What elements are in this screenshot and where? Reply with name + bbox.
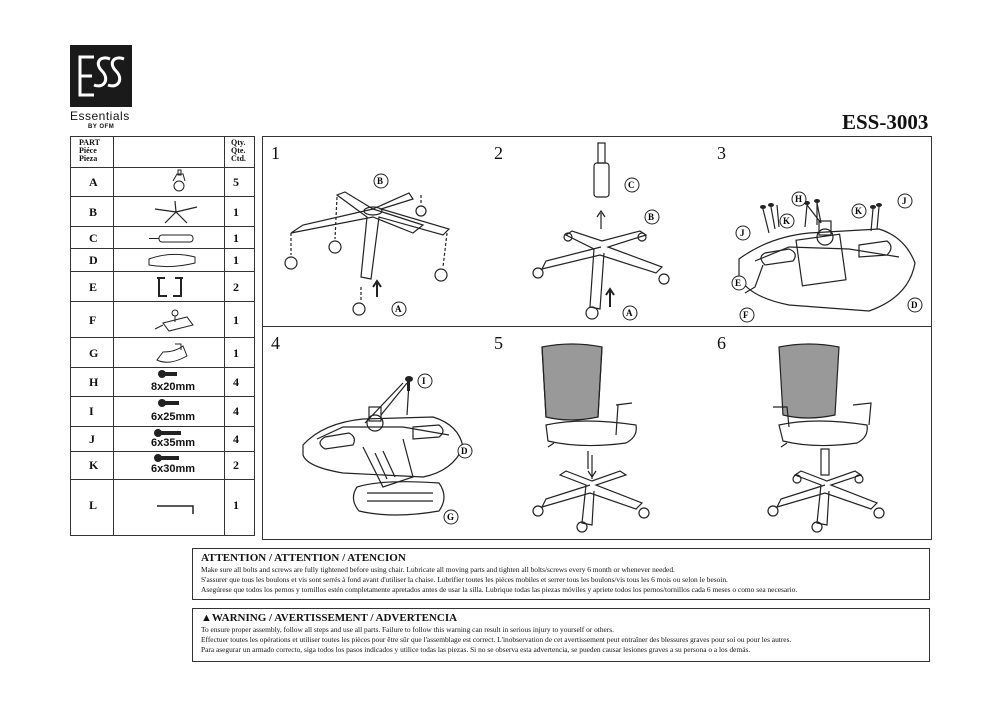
label-f: F	[743, 310, 749, 320]
table-row: J 6x35mm 4	[71, 427, 254, 452]
step-4: 4 I D G	[263, 327, 486, 528]
table-divider	[113, 137, 114, 535]
label-k: K	[855, 206, 862, 216]
attention-line-fr: S'assurer que tous les boulons et vis so…	[201, 575, 728, 584]
chair-attach-illustration	[532, 343, 650, 533]
back-bracket-illustration: I D G	[302, 373, 473, 525]
label-a: A	[626, 308, 633, 318]
armrest-bracket-icon	[157, 277, 183, 297]
label-g: G	[447, 512, 454, 522]
warning-title: ▲WARNING / AVERTISSEMENT / ADVERTENCIA	[201, 612, 458, 624]
assembled-chair-illustration	[767, 343, 885, 533]
table-row: I 6x25mm 4	[71, 397, 254, 427]
warning-notice: ▲WARNING / AVERTISSEMENT / ADVERTENCIA T…	[192, 608, 930, 662]
part-header: PART Piéce Pieza	[79, 138, 100, 163]
attention-title: ATTENTION / ATTENTION / ATENCION	[201, 552, 406, 564]
table-row: L 1	[71, 480, 254, 535]
step-5: 5	[486, 327, 709, 533]
gas-cylinder-icon	[149, 234, 194, 243]
step-number: 6	[717, 333, 726, 353]
table-row: K 6x30mm 2	[71, 452, 254, 480]
bolt-icon	[158, 370, 177, 378]
attention-notice: ATTENTION / ATTENTION / ATENCION Make su…	[192, 548, 930, 600]
step-3: 3 H K J K J E	[709, 137, 932, 338]
label-a: A	[395, 304, 402, 314]
base-icon	[154, 200, 198, 224]
grid-divider	[263, 326, 931, 327]
table-row: B 1	[71, 197, 254, 227]
ess-logo	[70, 45, 132, 107]
label-b: B	[377, 176, 383, 186]
step-6: 6	[709, 327, 932, 533]
brand-name: Essentials	[70, 109, 130, 123]
label-i: I	[422, 376, 426, 386]
brand-sub: BY OFM	[88, 124, 115, 130]
parts-table: PART Piéce Pieza Qty. Qte. Ctd. A 5 B 1 …	[70, 136, 255, 536]
seat-icon	[148, 253, 196, 268]
seat-mechanism-illustration: H K J K J E F D	[731, 191, 923, 323]
table-row: F 1	[71, 302, 254, 338]
label-d: D	[461, 446, 468, 456]
label-d: D	[911, 300, 918, 310]
label-j: J	[740, 228, 745, 238]
mechanism-icon	[154, 309, 194, 332]
warning-line-es: Para asegurar un armado correcto, siga t…	[201, 645, 751, 654]
cylinder-insert-illustration: C B A	[532, 142, 670, 321]
table-row: A 5	[71, 167, 254, 197]
warning-line-fr: Effectuer toutes les opérations et utili…	[201, 635, 792, 644]
step-number: 5	[494, 333, 503, 353]
attention-line-es: Asegúrese que todos los pernos y tornill…	[201, 585, 798, 594]
step-2: 2 C B A	[486, 137, 709, 338]
label-c: C	[628, 180, 635, 190]
step-number: 1	[271, 143, 280, 163]
table-row: E 2	[71, 272, 254, 302]
table-row: G 1	[71, 338, 254, 368]
bolt-icon	[158, 399, 179, 407]
step-1: 1 B A	[263, 137, 486, 338]
table-row: D 1	[71, 249, 254, 272]
label-h: H	[795, 194, 802, 204]
label-k: K	[783, 216, 790, 226]
warning-triangle-icon: ▲	[201, 612, 212, 624]
base-casters-illustration: B A	[284, 173, 451, 317]
attention-line-en: Make sure all bolts and screws are fully…	[201, 565, 675, 574]
step-number: 2	[494, 143, 503, 163]
step-number: 3	[717, 143, 726, 163]
label-b: B	[648, 212, 654, 222]
caster-icon	[172, 169, 186, 192]
label-e: E	[735, 278, 741, 288]
table-row: C 1	[71, 227, 254, 249]
allen-key-icon	[157, 505, 194, 514]
step-number: 4	[271, 333, 280, 353]
table-row: H 8x20mm 4	[71, 368, 254, 397]
assembly-steps-grid: 1 B A 2	[262, 136, 932, 540]
parts-table-header: PART Piéce Pieza Qty. Qte. Ctd.	[71, 137, 254, 168]
bolt-icon	[154, 429, 181, 437]
model-number: ESS-3003	[842, 110, 929, 134]
label-j: J	[902, 196, 907, 206]
qty-header: Qty. Qte. Ctd.	[231, 138, 246, 163]
back-bracket-icon	[156, 343, 188, 363]
bolt-icon	[154, 454, 179, 462]
warning-line-en: To ensure proper assembly, follow all st…	[201, 625, 614, 634]
table-divider	[224, 137, 225, 535]
